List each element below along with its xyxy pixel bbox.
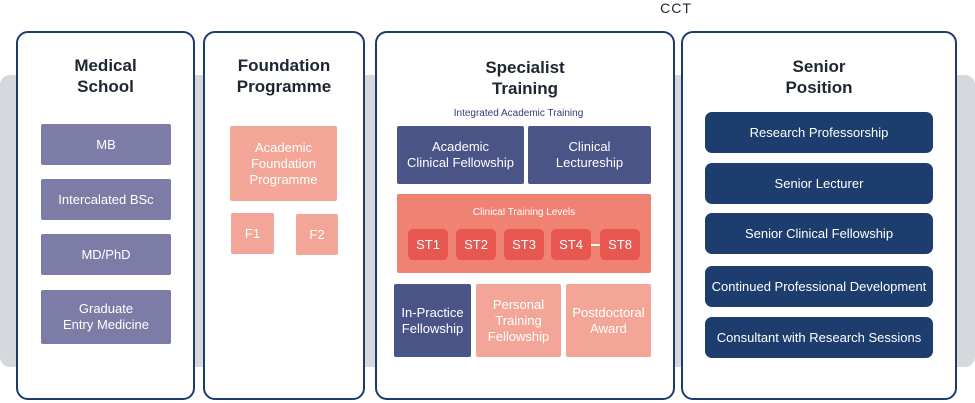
postdoctoral-award-box: Postdoctoral Award: [566, 284, 651, 357]
cct-label: CCT: [660, 0, 692, 16]
md-phd-box: MD/PhD: [41, 234, 171, 275]
intercalated-bsc-box: Intercalated BSc: [41, 179, 171, 220]
f1-box: F1: [231, 213, 274, 254]
specialist-training-title: Specialist Training: [485, 58, 565, 98]
academic-clinical-fellowship-box: Academic Clinical Fellowship: [397, 126, 524, 184]
f2-box: F2: [296, 214, 338, 255]
personal-training-fellowship-box: Personal Training Fellowship: [476, 284, 561, 357]
mb-box: MB: [41, 124, 171, 165]
academic-foundation-programme-box: Academic Foundation Programme: [230, 126, 337, 201]
foundation-programme-title: Foundation Programme: [236, 56, 332, 96]
senior-position-title: Senior Position: [785, 57, 853, 97]
in-practice-fellowship-box: In-Practice Fellowship: [394, 284, 471, 357]
integrated-academic-training-label: Integrated Academic Training: [453, 108, 584, 119]
st2-box: ST2: [456, 229, 496, 260]
senior-clinical-fellowship-box: Senior Clinical Fellowship: [705, 213, 933, 254]
st-range-connector: [591, 244, 600, 246]
st1-box: ST1: [408, 229, 448, 260]
graduate-entry-medicine-box: Graduate Entry Medicine: [41, 290, 171, 344]
continued-professional-development-box: Continued Professional Development: [705, 266, 933, 307]
senior-lecturer-box: Senior Lecturer: [705, 163, 933, 204]
foundation-programme-column: Foundation Programme: [203, 31, 365, 400]
consultant-with-research-sessions-box: Consultant with Research Sessions: [705, 317, 933, 358]
research-professorship-box: Research Professorship: [705, 112, 933, 153]
medical-school-title: Medical School: [74, 56, 137, 96]
clinical-training-levels-label: Clinical Training Levels: [472, 207, 576, 218]
st3-box: ST3: [504, 229, 544, 260]
st8-box: ST8: [600, 229, 640, 260]
st4-box: ST4: [551, 229, 591, 260]
clinical-lectureship-box: Clinical Lectureship: [528, 126, 651, 184]
